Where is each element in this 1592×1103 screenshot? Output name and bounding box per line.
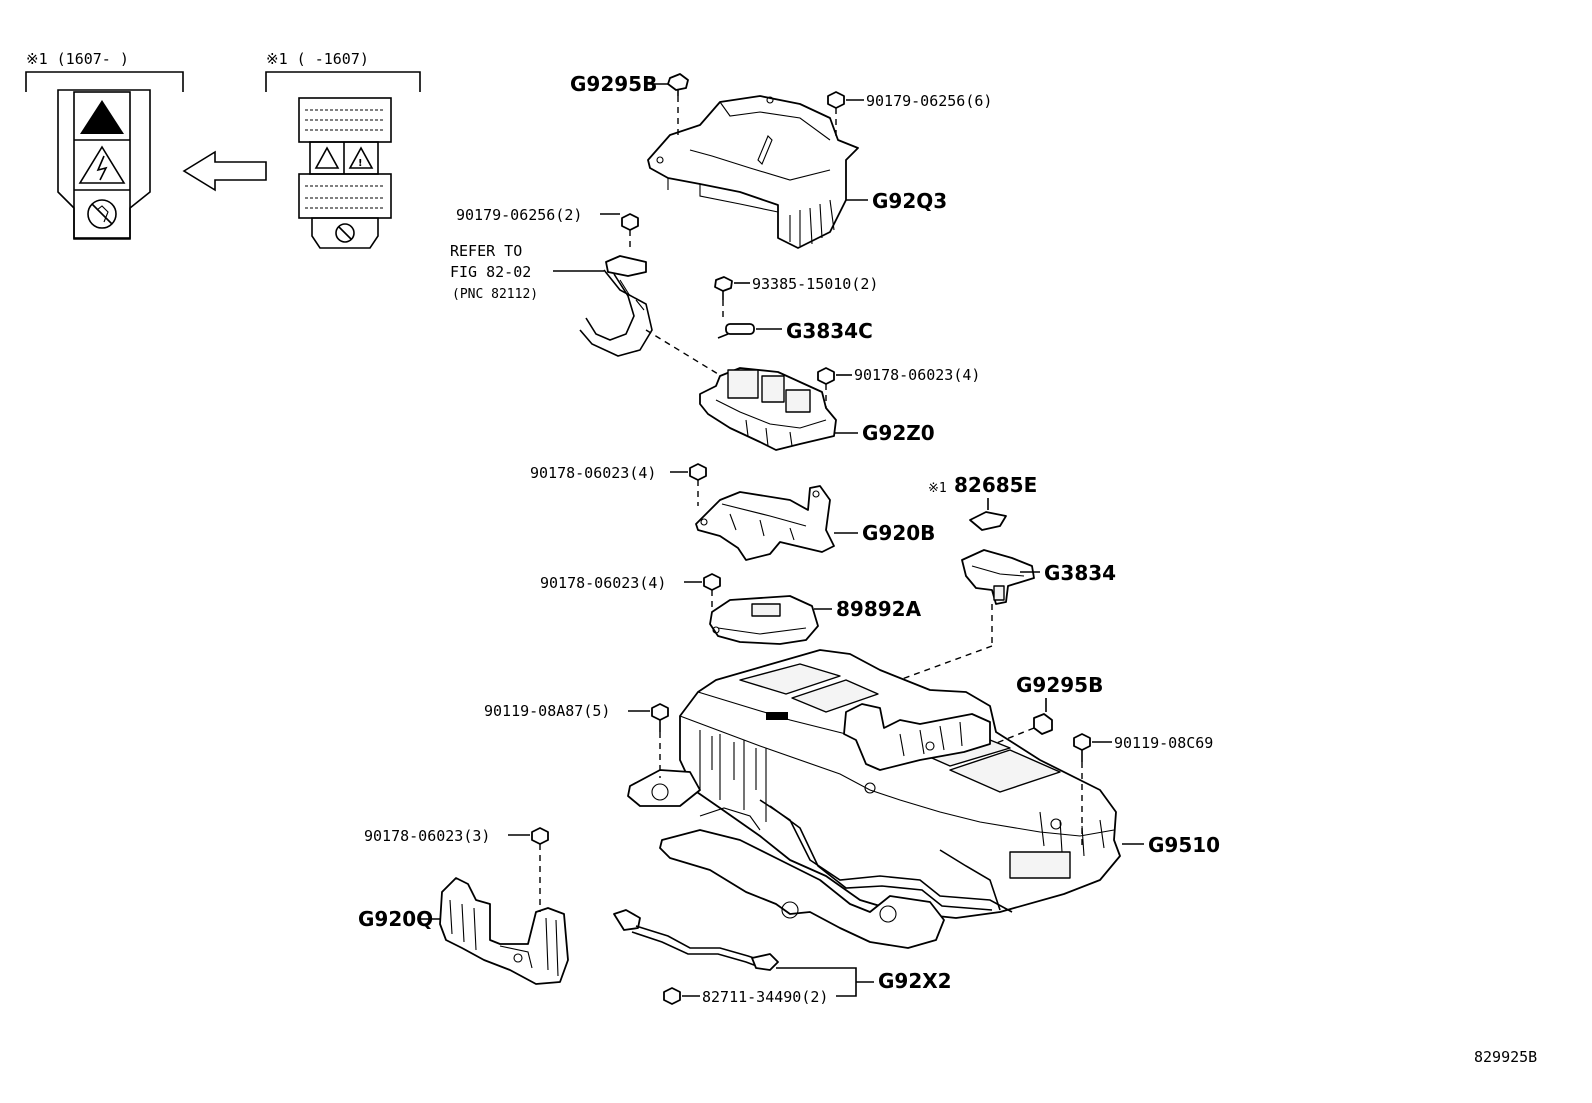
label-G92Q3: G92Q3 [872, 189, 947, 213]
refer-line-2: FIG 82-02 [450, 263, 531, 281]
label-G3834C: G3834C [786, 319, 873, 343]
inset-right-note: ※1 ( -1607) [266, 50, 369, 68]
warning-label-old: ! [298, 97, 392, 249]
bracket-G920B [695, 485, 835, 561]
caution-icon-old [348, 146, 374, 169]
no-disassemble-icon [87, 199, 117, 229]
label-89892A: 89892A [836, 597, 922, 621]
bolt-90119-08A87 [651, 703, 669, 732]
svg-text:!: ! [358, 158, 363, 169]
diagram-code: 829925B [1474, 1048, 1537, 1066]
label-G9295B-mid: G9295B [1016, 673, 1103, 697]
no-disassemble-icon-old [335, 223, 355, 243]
label-90178-06023-3: 90178-06023(3) [364, 827, 490, 845]
bolt-G9295B-top [667, 73, 689, 96]
label-G9510: G9510 [1148, 833, 1220, 857]
inset-left-note: ※1 (1607- ) [26, 50, 129, 68]
refer-line-1: REFER TO [450, 242, 522, 260]
label-82685E-mark: ※1 [928, 481, 947, 496]
nut-90178-G920Q [531, 827, 549, 845]
label-sticker-82685E [969, 511, 1007, 531]
bracket-G920Q [439, 877, 569, 985]
bolt-93385-15010 [714, 276, 733, 300]
label-G92X2: G92X2 [878, 969, 952, 993]
inset-left: ※1 (1607- ) ! [25, 50, 184, 240]
label-90119-08A87-5: 90119-08A87(5) [484, 702, 610, 720]
svg-text:!: ! [98, 115, 106, 136]
label-G92Z0: G92Z0 [862, 421, 935, 445]
shock-warning-icon-old [314, 146, 340, 169]
label-G3834: G3834 [1044, 561, 1116, 585]
label-90179-06256-2: 90179-06256(2) [456, 206, 582, 224]
replacement-arrow-icon [182, 150, 267, 192]
fuse-G3834C [717, 323, 755, 339]
nut-90178-G920B [689, 463, 707, 481]
label-90179-06256-6: 90179-06256(6) [866, 92, 992, 110]
label-90178-06023-4a: 90178-06023(4) [854, 366, 980, 384]
label-93385-15010-2: 93385-15010(2) [752, 275, 878, 293]
label-82711-34490-2: 82711-34490(2) [702, 988, 828, 1006]
hv-battery-assembly-G9510 [627, 649, 1121, 949]
bolt-90119-08C69 [1073, 733, 1091, 762]
label-90178-06023-4b: 90178-06023(4) [530, 464, 656, 482]
label-82685E: 82685E [954, 473, 1037, 497]
label-G920B: G920B [862, 521, 935, 545]
junction-block-G92Z0 [699, 367, 837, 451]
label-90119-08C69: 90119-08C69 [1114, 734, 1213, 752]
caution-triangle-icon [80, 100, 124, 134]
upper-cover-G92Q3 [647, 95, 859, 249]
wire-harness-G92X2 [613, 909, 779, 971]
nut-90178-ecu [703, 573, 721, 591]
bolt-G9295B-mid [1033, 713, 1053, 735]
high-voltage-icon [78, 145, 126, 184]
battery-ecu-89892A [709, 595, 819, 645]
service-plug-G3834 [961, 549, 1035, 605]
refer-line-3: (PNC 82112) [452, 287, 538, 302]
label-G9295B-top: G9295B [570, 72, 657, 96]
nut-82711 [663, 987, 681, 1005]
warning-label-new: ! [57, 89, 151, 240]
hv-cable-assembly [579, 213, 653, 357]
label-90178-06023-4c: 90178-06023(4) [540, 574, 666, 592]
nut-90178-G92Z0 [817, 367, 835, 385]
inset-right: ※1 ( -1607) ! [265, 50, 421, 249]
nut-90179-top [827, 91, 845, 109]
